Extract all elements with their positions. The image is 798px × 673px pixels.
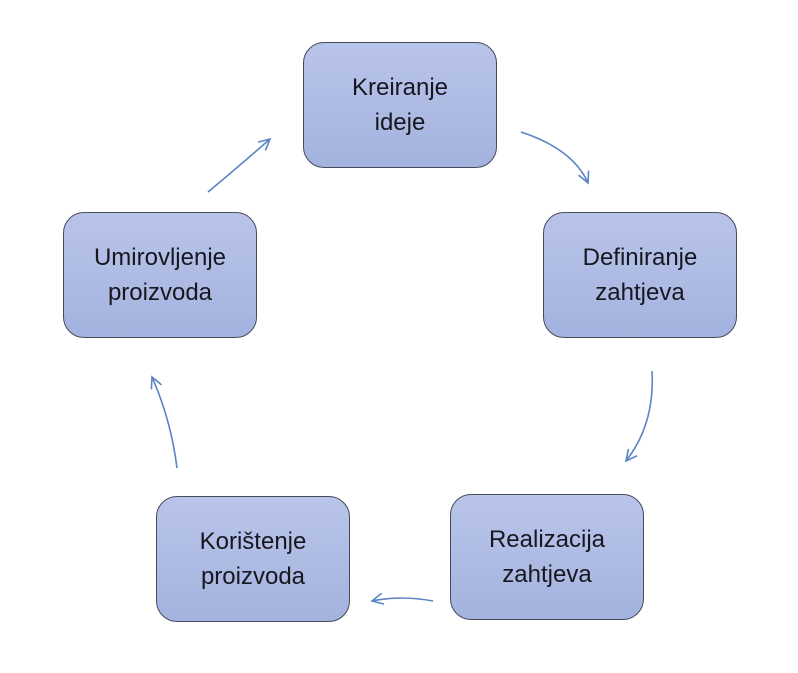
node-koristenje-proizvoda-label: Korištenje proizvoda bbox=[199, 527, 307, 590]
arrow-kreiranje-to-definiranje-icon bbox=[520, 131, 590, 185]
arrow-umirovljenje-to-kreiranje-icon bbox=[207, 137, 272, 193]
arrow-realizacija-to-koristenje-icon bbox=[370, 592, 434, 605]
node-umirovljenje-proizvoda-label: Umirovljenje proizvoda bbox=[93, 243, 227, 306]
node-definiranje-zahtjeva-label: Definiranje zahtjeva bbox=[582, 243, 698, 306]
node-koristenje-proizvoda: Korištenje proizvoda bbox=[156, 496, 350, 622]
node-realizacija-zahtjeva-label: Realizacija zahtjeva bbox=[488, 525, 606, 588]
arrow-koristenje-to-umirovljenje-icon bbox=[150, 375, 178, 469]
node-kreiranje-ideje: Kreiranje ideje bbox=[303, 42, 497, 168]
node-realizacija-zahtjeva: Realizacija zahtjeva bbox=[450, 494, 644, 620]
node-umirovljenje-proizvoda: Umirovljenje proizvoda bbox=[63, 212, 257, 338]
node-definiranje-zahtjeva: Definiranje zahtjeva bbox=[543, 212, 737, 338]
arrow-definiranje-to-realizacija-icon bbox=[624, 370, 654, 463]
node-kreiranje-ideje-label: Kreiranje ideje bbox=[351, 73, 449, 136]
